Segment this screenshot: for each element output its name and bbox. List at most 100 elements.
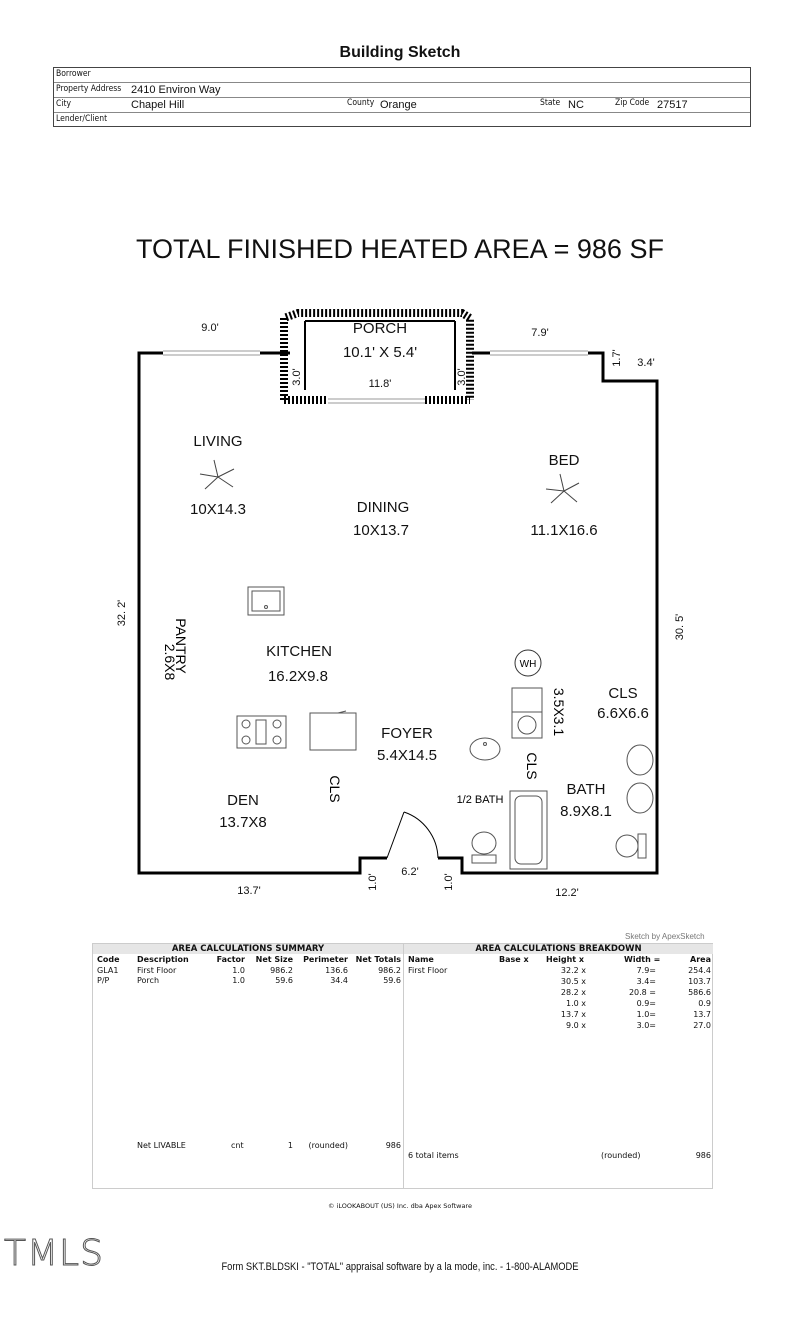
dim-right: 30. 5' (674, 614, 686, 641)
breakdown-cell: 103.7 (688, 977, 711, 986)
col-factor: Factor (216, 955, 245, 964)
breakdown-title: AREA CALCULATIONS BREAKDOWN (404, 944, 713, 954)
dim-bottom-right: 12.2' (555, 887, 579, 899)
summary-footer-total: 986 (385, 1141, 401, 1150)
cls-size: 6.6X6.6 (597, 705, 649, 722)
summary-cell: 1.0 (232, 976, 245, 985)
den-size: 13.7X8 (219, 814, 267, 831)
breakdown-cell: 7.9= (636, 966, 656, 975)
col-net-totals: Net Totals (355, 955, 401, 964)
col-description: Description (137, 955, 189, 964)
state-label: State (540, 98, 561, 108)
city-row: City Chapel Hill County Orange State NC … (54, 98, 750, 113)
summary-footer-label: Net LIVABLE (137, 1141, 186, 1150)
summary-footer-cnt: cnt (231, 1141, 244, 1150)
breakdown-cell: 586.6 (688, 988, 711, 997)
kitchen-sink-icon (247, 586, 285, 616)
bed-label: BED (549, 452, 580, 469)
breakdown-cell: 27.0 (693, 1021, 711, 1030)
summary-cell: First Floor (137, 966, 177, 975)
city-value: Chapel Hill (131, 99, 185, 111)
door-swing (386, 811, 439, 859)
washer-dryer-icon (511, 687, 543, 739)
copyright: © iLOOKABOUT (US) Inc. dba Apex Software (328, 1202, 472, 1210)
dim-notch-left: 1.0' (367, 873, 379, 890)
summary-cell: 1.0 (232, 966, 245, 975)
summary-cell: 59.6 (383, 976, 401, 985)
area-calculations: AREA CALCULATIONS SUMMARY Code Descripti… (92, 943, 713, 1189)
summary-cell: 986.2 (270, 966, 293, 975)
bed-size: 11.1X16.6 (530, 522, 597, 539)
sketch-credit: Sketch by ApexSketch (625, 932, 705, 941)
porch-label: PORCH (353, 320, 407, 337)
col-height: Height x (546, 955, 585, 964)
pantry-label: PANTRY (173, 618, 189, 674)
breakdown-cell: 0.9= (636, 999, 656, 1008)
state-value: NC (568, 99, 584, 111)
breakdown-name: First Floor (408, 966, 448, 975)
col-net-size: Net Size (255, 955, 293, 964)
borrower-row: Borrower (54, 68, 750, 83)
foyer-label: FOYER (381, 725, 433, 742)
zip-value: 27517 (657, 99, 688, 111)
lender-row: Lender/Client (54, 113, 750, 128)
water-heater-icon: WH (514, 649, 542, 677)
windows (163, 350, 588, 404)
kitchen-label: KITCHEN (266, 643, 332, 660)
breakdown-rounded: (rounded) (601, 1151, 641, 1160)
county-value: Orange (380, 99, 417, 111)
dim-porch-right: 3.0' (456, 368, 468, 385)
address-row: Property Address 2410 Environ Way (54, 83, 750, 98)
ceiling-fan-icon (545, 473, 580, 504)
bathtub-icon (509, 790, 548, 870)
col-name: Name (408, 955, 434, 964)
county-label: County (347, 98, 375, 108)
pantry-size: 2.6X8 (162, 644, 178, 681)
summary-footer-rounded: (rounded) (308, 1141, 348, 1150)
summary-footer-count: 1 (287, 1141, 293, 1150)
address-label: Property Address (56, 84, 122, 94)
col-width: Width = (624, 955, 661, 964)
half-bath-label: 1/2 BATH (457, 794, 504, 806)
summary-cell: GLA1 (97, 966, 119, 975)
summary-panel: AREA CALCULATIONS SUMMARY Code Descripti… (93, 944, 404, 1188)
header-box: Borrower Property Address 2410 Environ W… (53, 67, 751, 127)
breakdown-total-items: 6 total items (408, 1151, 459, 1160)
summary-cell: 136.6 (325, 966, 348, 975)
city-label: City (56, 99, 71, 109)
col-perimeter: Perimeter (303, 955, 348, 964)
heated-area-banner: TOTAL FINISHED HEATED AREA = 986 SF (136, 234, 664, 264)
cls-small-size: 3.5X3.1 (551, 688, 567, 736)
col-code: Code (97, 955, 120, 964)
living-size: 10X14.3 (190, 501, 246, 518)
breakdown-cell: 13.7 (693, 1010, 711, 1019)
dining-label: DINING (357, 499, 410, 516)
stove-icon (236, 715, 287, 749)
dim-top-left: 9.0' (201, 322, 218, 334)
dim-notch-v: 1.7' (611, 349, 623, 366)
toilet-icon (471, 831, 497, 864)
summary-cell: 59.6 (275, 976, 293, 985)
tmls-watermark: TMLS (4, 1233, 104, 1275)
porch-size: 10.1' X 5.4' (343, 344, 417, 361)
dim-notch-h: 3.4' (637, 357, 654, 369)
dining-size: 10X13.7 (353, 522, 409, 539)
breakdown-panel: AREA CALCULATIONS BREAKDOWN Name Base x … (404, 944, 713, 1188)
porch-railing (280, 309, 474, 404)
breakdown-cell: 30.5 x (560, 977, 586, 986)
dim-porch-left: 3.0' (291, 368, 303, 385)
address-value: 2410 Environ Way (131, 84, 221, 96)
cls-vertical-bath: CLS (524, 752, 540, 779)
toilet-icon (615, 833, 647, 859)
cls-label: CLS (608, 685, 637, 702)
breakdown-total: 986 (695, 1151, 711, 1160)
refrigerator-icon (309, 710, 357, 751)
bath-size: 8.9X8.1 (560, 803, 612, 820)
breakdown-cell: 0.9 (698, 999, 711, 1008)
summary-title: AREA CALCULATIONS SUMMARY (93, 944, 403, 954)
summary-cell: Porch (137, 976, 160, 985)
dim-bottom-mid: 6.2' (401, 866, 418, 878)
dim-porch-bottom: 11.8' (369, 378, 392, 390)
breakdown-cell: 20.8 = (628, 988, 656, 997)
breakdown-cell: 254.4 (688, 966, 711, 975)
